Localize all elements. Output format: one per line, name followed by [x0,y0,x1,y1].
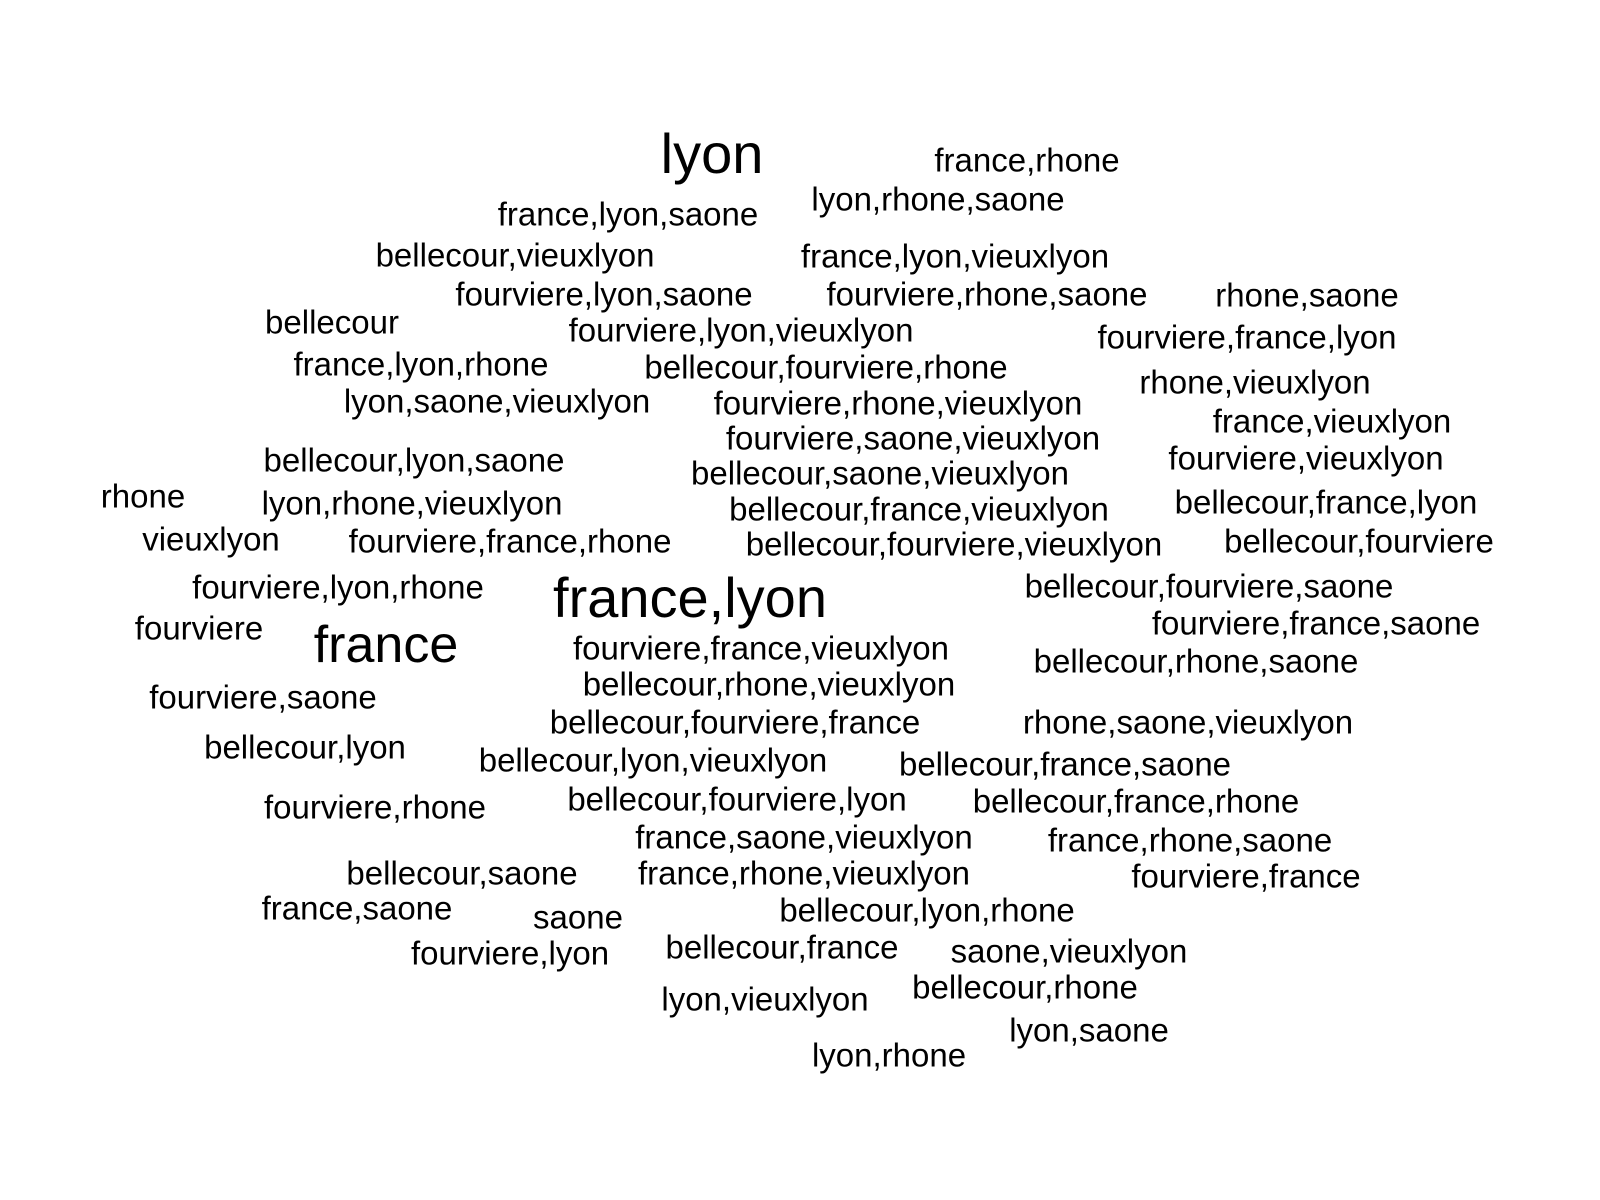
word-rhone-vieuxlyon: rhone,vieuxlyon [1139,363,1371,401]
word-fourviere-france-vieuxlyon: fourviere,france,vieuxlyon [572,629,950,667]
word-france-lyon-rhone: france,lyon,rhone [293,345,549,383]
word-france-rhone-saone: france,rhone,saone [1047,821,1333,859]
word-fourviere-france-rhone: fourviere,france,rhone [348,522,672,560]
word-fourviere-lyon: fourviere,lyon [410,934,610,972]
word-fourviere-rhone-saone: fourviere,rhone,saone [826,275,1148,313]
word-bellecour-france-lyon: bellecour,france,lyon [1174,483,1478,521]
word-bellecour-fourviere-saone: bellecour,fourviere,saone [1024,567,1394,605]
word-france: france [313,616,459,674]
word-france-lyon-vieuxlyon: france,lyon,vieuxlyon [800,237,1110,275]
word-bellecour-france-saone: bellecour,france,saone [898,745,1232,783]
word-bellecour-lyon-vieuxlyon: bellecour,lyon,vieuxlyon [478,741,828,779]
word-fourviere-lyon-vieuxlyon: fourviere,lyon,vieuxlyon [568,311,914,349]
word-bellecour-rhone-vieuxlyon: bellecour,rhone,vieuxlyon [582,665,956,703]
word-fourviere-lyon-rhone: fourviere,lyon,rhone [192,568,484,606]
word-bellecour-saone: bellecour,saone [346,854,578,892]
word-france-rhone-vieuxlyon: france,rhone,vieuxlyon [637,854,971,892]
word-saone-vieuxlyon: saone,vieuxlyon [950,932,1188,970]
word-france-saone-vieuxlyon: france,saone,vieuxlyon [635,818,973,856]
word-france-rhone: france,rhone [934,141,1120,179]
word-france-saone: france,saone [261,889,453,927]
word-bellecour-fourviere-lyon: bellecour,fourviere,lyon [567,780,907,818]
word-lyon-saone-vieuxlyon: lyon,saone,vieuxlyon [343,382,651,420]
word-fourviere-lyon-saone: fourviere,lyon,saone [455,275,753,313]
word-fourviere-rhone: fourviere,rhone [264,788,486,826]
word-rhone-saone: rhone,saone [1215,276,1399,314]
word-fourviere: fourviere [134,609,264,647]
word-bellecour-fourviere-france: bellecour,fourviere,france [549,703,921,741]
word-bellecour-lyon: bellecour,lyon [204,728,406,766]
word-fourviere-france-lyon: fourviere,france,lyon [1097,318,1397,356]
word-rhone-saone-vieuxlyon: rhone,saone,vieuxlyon [1022,703,1354,741]
word-bellecour-lyon-rhone: bellecour,lyon,rhone [779,891,1075,929]
word-bellecour-rhone: bellecour,rhone [912,968,1138,1006]
word-fourviere-france-saone: fourviere,france,saone [1151,604,1481,642]
word-bellecour-saone-vieuxlyon: bellecour,saone,vieuxlyon [691,454,1069,492]
word-fourviere-saone: fourviere,saone [149,678,377,716]
word-france-vieuxlyon: france,vieuxlyon [1212,402,1452,440]
word-lyon-rhone: lyon,rhone [811,1036,967,1074]
word-lyon: lyon [660,122,764,185]
word-bellecour: bellecour [265,303,399,341]
word-bellecour-rhone-saone: bellecour,rhone,saone [1033,642,1359,680]
word-lyon-saone: lyon,saone [1009,1011,1169,1049]
word-lyon-vieuxlyon: lyon,vieuxlyon [661,980,869,1018]
word-bellecour-france: bellecour,france [665,928,899,966]
word-rhone: rhone [100,477,186,515]
word-bellecour-france-rhone: bellecour,france,rhone [972,782,1300,820]
word-bellecour-fourviere-vieuxlyon: bellecour,fourviere,vieuxlyon [745,525,1163,563]
word-lyon-rhone-vieuxlyon: lyon,rhone,vieuxlyon [261,484,563,522]
word-bellecour-lyon-saone: bellecour,lyon,saone [263,441,565,479]
word-bellecour-vieuxlyon: bellecour,vieuxlyon [375,236,655,274]
word-saone: saone [533,898,623,936]
word-bellecour-fourviere-rhone: bellecour,fourviere,rhone [644,348,1008,386]
word-fourviere-saone-vieuxlyon: fourviere,saone,vieuxlyon [725,419,1101,457]
word-fourviere-vieuxlyon: fourviere,vieuxlyon [1168,439,1444,477]
word-lyon-rhone-saone: lyon,rhone,saone [811,180,1065,218]
word-france-lyon: france,lyon [553,566,827,629]
word-fourviere-france: fourviere,france [1131,857,1361,895]
word-france-lyon-saone: france,lyon,saone [497,195,759,233]
word-vieuxlyon: vieuxlyon [142,520,280,558]
word-bellecour-fourviere: bellecour,fourviere [1224,522,1494,560]
word-bellecour-france-vieuxlyon: bellecour,france,vieuxlyon [729,490,1109,528]
word-fourviere-rhone-vieuxlyon: fourviere,rhone,vieuxlyon [713,384,1083,422]
